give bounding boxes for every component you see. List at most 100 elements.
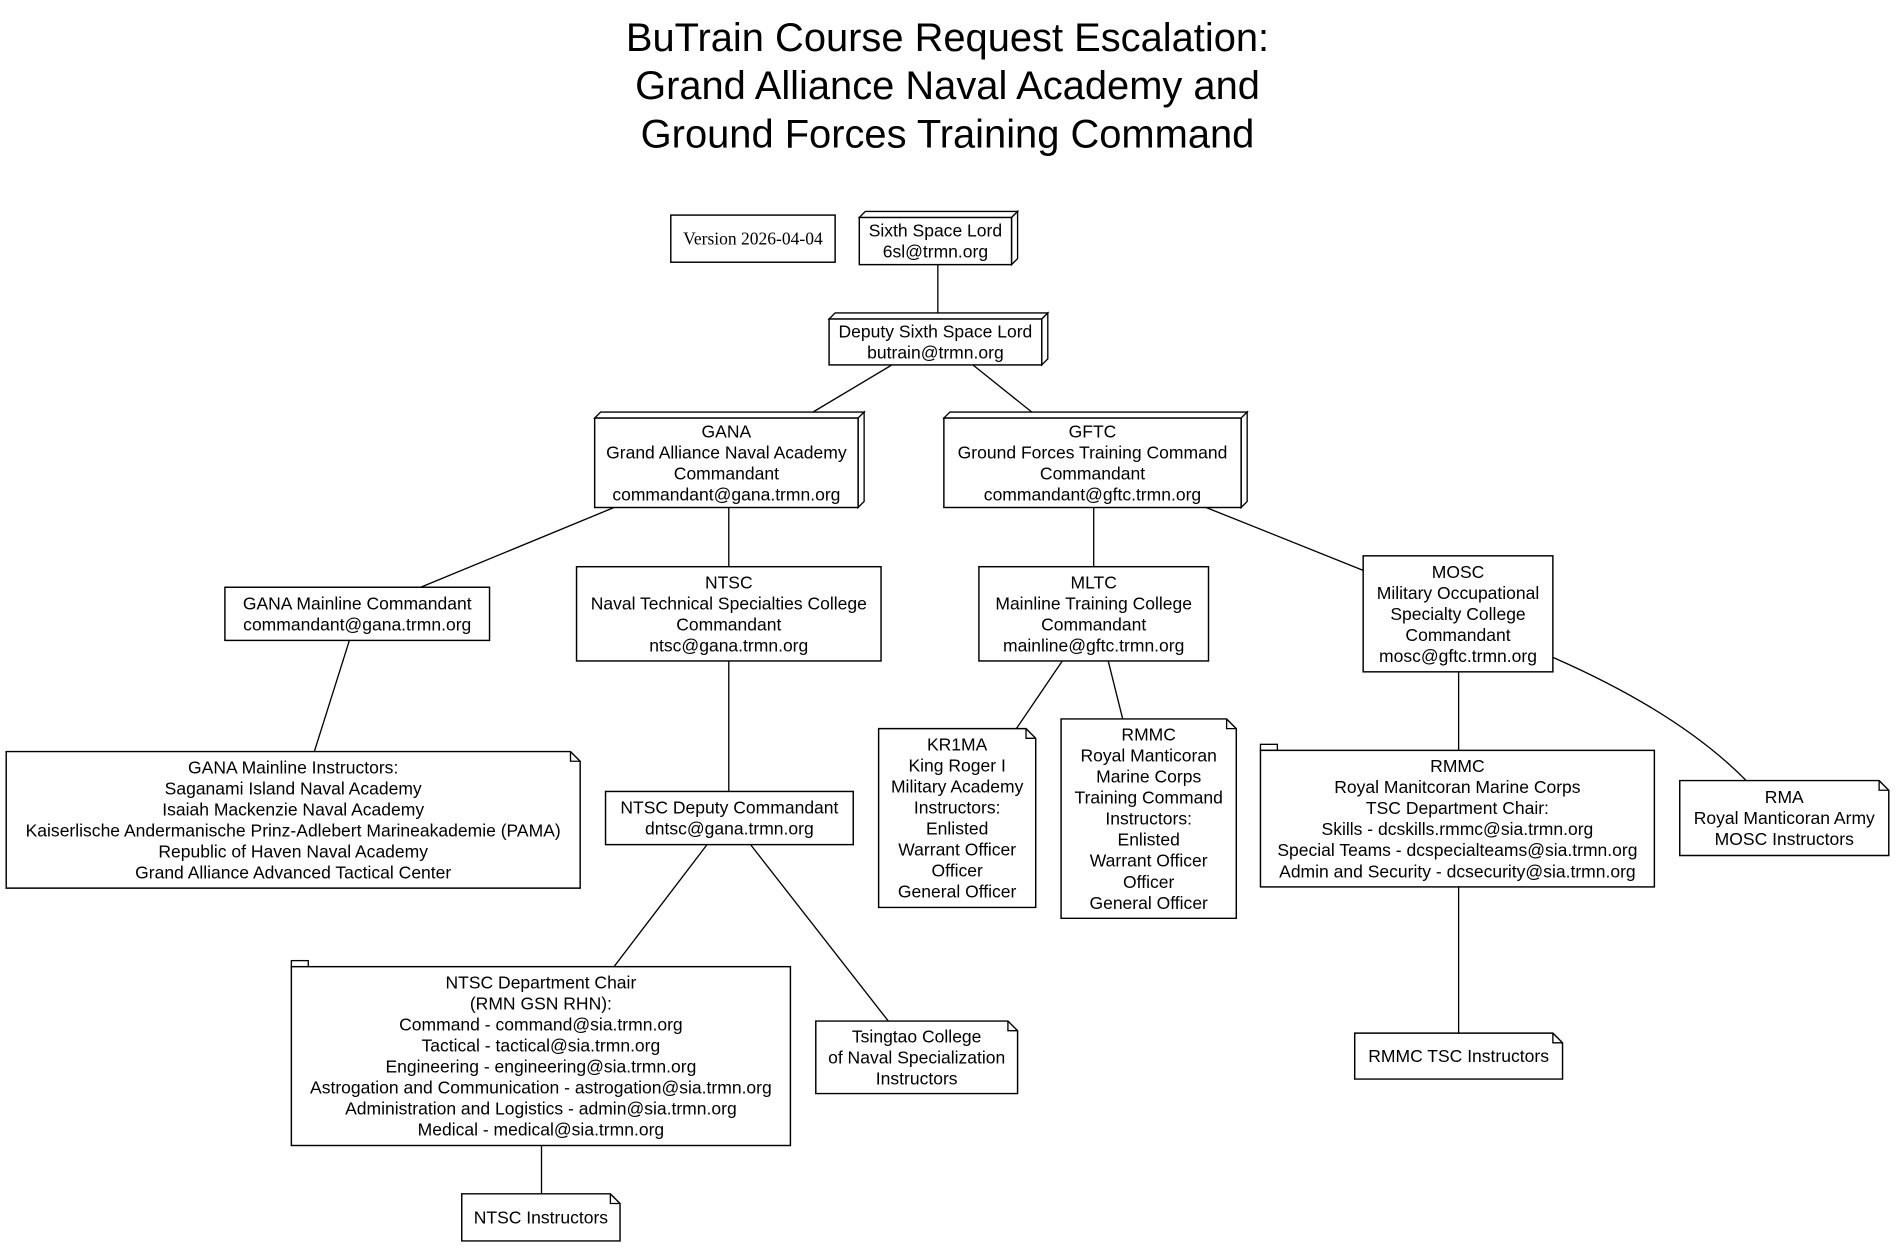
node-frame xyxy=(1362,555,1554,673)
node-text-line: MOSC xyxy=(1432,562,1485,582)
node-text-line: butrain@trmn.org xyxy=(867,343,1004,363)
node-text-line: Officer xyxy=(932,861,983,881)
node3d-side-face xyxy=(1041,311,1049,367)
node-text-line: Enlisted xyxy=(1118,830,1180,850)
node-text-line: RMMC xyxy=(1121,725,1175,745)
node-text-line: of Naval Specialization xyxy=(828,1047,1005,1067)
node-text-line: Administration and Logistics - admin@sia… xyxy=(345,1099,737,1119)
note-frame xyxy=(1060,718,1238,920)
node-text-line: 6sl@trmn.org xyxy=(883,242,988,262)
node-text-line: Royal Manticoran xyxy=(1081,746,1217,766)
node-frame xyxy=(575,565,882,662)
node-text-line: RMMC xyxy=(1430,756,1484,776)
node-text-line: Royal Manticoran Army xyxy=(1694,808,1875,828)
node-ntsc-instructors[interactable]: NTSC Instructors xyxy=(461,1193,621,1242)
node-text-line: Ground Forces Training Command xyxy=(958,442,1228,462)
note-frame xyxy=(461,1193,621,1242)
note-corner-fold-icon xyxy=(1025,728,1036,739)
node-text-line: RMA xyxy=(1765,787,1804,807)
node-text-line: dntsc@gana.trmn.org xyxy=(645,819,814,839)
folder-tab-icon xyxy=(290,959,309,968)
nodes: Version 2026-04-04 Sixth Space Lord6sl@tr… xyxy=(5,209,1890,1242)
edge-gftc-to-mosc xyxy=(1205,506,1364,571)
node-text-line: GFTC xyxy=(1069,421,1117,441)
folder-frame xyxy=(1259,749,1656,888)
node-text-line: GANA xyxy=(702,421,752,441)
note-frame xyxy=(5,750,581,889)
node-text-line: NTSC xyxy=(705,572,753,592)
node-text-line: Republic of Haven Naval Academy xyxy=(158,841,428,861)
node-text-line: Military Occupational xyxy=(1377,583,1540,603)
version-label: Version 2026-04-04 xyxy=(683,229,823,249)
node3d-top-face xyxy=(942,411,1249,419)
node-frame xyxy=(224,586,491,642)
version-frame xyxy=(670,214,836,263)
node3d-side-face xyxy=(857,410,865,510)
node-text-line: NTSC Deputy Commandant xyxy=(620,798,838,818)
node-text-line: Commandant xyxy=(1405,625,1510,645)
node-text-line: Deputy Sixth Space Lord xyxy=(839,321,1033,341)
node-text-line: General Officer xyxy=(898,882,1017,902)
node-text-line: General Officer xyxy=(1089,893,1208,913)
node-text-line: Instructors: xyxy=(1105,809,1192,829)
node-text-line: Instructors: xyxy=(914,798,1001,818)
edge-ntsc-deputy-to-ntsc-dept-chair xyxy=(613,844,708,968)
folder-tab-icon xyxy=(1259,743,1279,752)
node-text-line: Commandant xyxy=(1040,463,1145,483)
edge-mltc-to-kr1ma xyxy=(1015,660,1063,729)
node-frame xyxy=(978,565,1210,662)
node-text-line: Enlisted xyxy=(926,819,988,839)
node-text-line: Grand Alliance Advanced Tactical Center xyxy=(135,862,451,882)
edge-gana-mainline-to-gana-mainline-instructors xyxy=(313,640,351,752)
node-text-line: Commandant xyxy=(674,463,779,483)
node-text-line: Instructors xyxy=(876,1068,958,1088)
node-text-line: mainline@gftc.trmn.org xyxy=(1003,635,1184,655)
note-frame xyxy=(877,727,1037,909)
note-frame xyxy=(1353,1032,1564,1080)
node-gana-mainline-instructors[interactable]: GANA Mainline Instructors:Saganami Islan… xyxy=(5,750,581,889)
node-text-line: Marine Corps xyxy=(1096,767,1201,787)
edge-mosc-to-rma xyxy=(1552,656,1747,782)
node-text-line: Command - command@sia.trmn.org xyxy=(399,1015,683,1035)
folder-frame xyxy=(290,965,792,1147)
node-ntsc-deputy[interactable]: NTSC Deputy Commandantdntsc@gana.trmn.or… xyxy=(604,790,854,846)
node-text-line: Commandant xyxy=(676,614,781,634)
edge-deputy-sixth-space-lord-to-gftc xyxy=(972,364,1034,414)
node-text-line: commandant@gftc.trmn.org xyxy=(984,484,1201,504)
edge-deputy-sixth-space-lord-to-gana xyxy=(810,364,893,414)
note-corner-fold-icon xyxy=(569,751,581,762)
note-corner-fold-icon xyxy=(1225,718,1237,730)
node3d-top-face xyxy=(827,312,1050,320)
node-frame xyxy=(943,417,1242,509)
node-ntsc-dept-chair[interactable]: NTSC Department Chair(RMN GSN RHN):Comma… xyxy=(290,959,792,1147)
node-gana-mainline[interactable]: GANA Mainline Commandantcommandant@gana.… xyxy=(224,586,491,642)
node-text-line: Training Command xyxy=(1075,788,1223,808)
node-text-line: GANA Mainline Instructors: xyxy=(188,757,398,777)
node-text-line: Officer xyxy=(1123,872,1174,892)
connectors xyxy=(313,264,1747,1194)
note-corner-fold-icon xyxy=(1552,1033,1563,1044)
node-text-line: Grand Alliance Naval Academy xyxy=(606,442,847,462)
node-text-line: Warrant Officer xyxy=(1090,851,1208,871)
node-text-line: NTSC Department Chair xyxy=(445,973,636,993)
node-text-line: Isaiah Mackenzie Naval Academy xyxy=(162,799,424,819)
node-rmmc-tsc-instructors[interactable]: RMMC TSC Instructors xyxy=(1353,1032,1564,1080)
node-text-line: Tactical - tactical@sia.trmn.org xyxy=(422,1036,661,1056)
node-text-line: Medical - medical@sia.trmn.org xyxy=(418,1120,665,1140)
note-frame xyxy=(815,1020,1019,1095)
node-text-line: ntsc@gana.trmn.org xyxy=(649,635,808,655)
node3d-top-face xyxy=(593,411,866,419)
